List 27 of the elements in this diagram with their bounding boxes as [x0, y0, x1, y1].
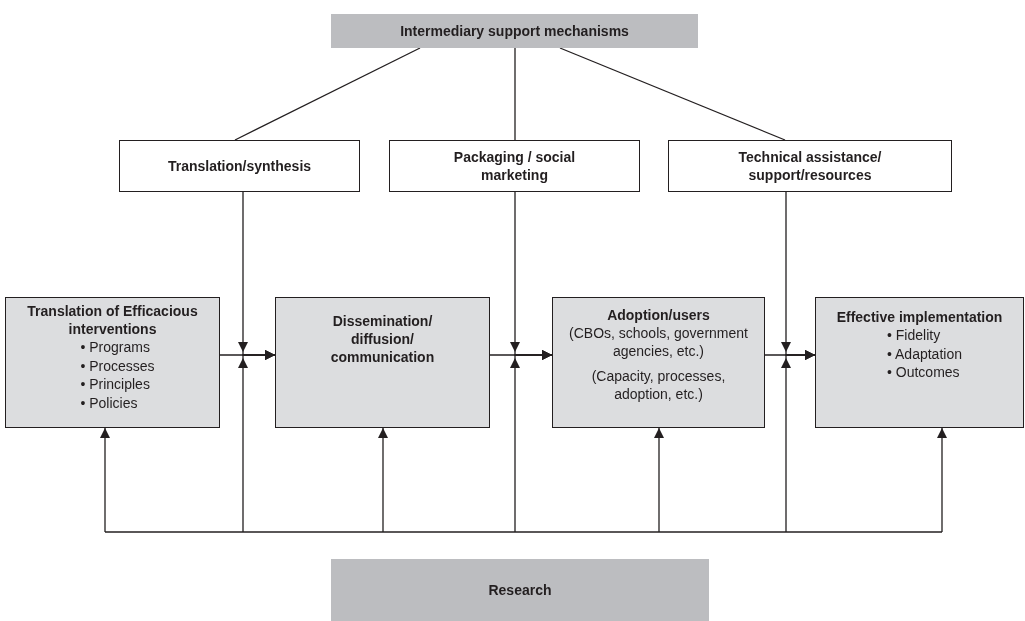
process-box [815, 297, 1024, 428]
process-box [275, 297, 490, 428]
box-heading: Translation of Efficacious interventions [26, 302, 199, 339]
header-bar [331, 14, 698, 48]
heading: Intermediary support mechanisms [400, 21, 629, 41]
list-item: • Principles [80, 375, 150, 394]
list-item: • Processes [80, 356, 155, 376]
list-item: • Programs [80, 338, 150, 357]
list-item: • Policies [80, 393, 138, 413]
footer-bar [331, 559, 709, 621]
box-text: (CBOs, schools, government agencies, etc.) [568, 324, 749, 361]
list-item: • Outcomes [887, 363, 960, 382]
box-heading: Adoption/users [607, 306, 710, 325]
box-heading: Dissemination/ diffusion/ communication [329, 312, 436, 367]
box-text: (Capacity, processes, adoption, etc.) [590, 366, 727, 403]
process-box [5, 297, 220, 428]
box-heading: Translation/synthesis [167, 156, 312, 176]
support-box [119, 140, 360, 192]
support-box [389, 140, 640, 192]
list-item: • Fidelity [887, 326, 941, 345]
process-box [552, 297, 765, 428]
box-heading: Technical assistance/ support/resources [737, 147, 883, 185]
box-heading: Effective implementation [836, 308, 1003, 327]
box-heading: Packaging / social marketing [452, 147, 577, 185]
heading: Research [488, 580, 552, 600]
support-box [668, 140, 952, 192]
list-item: • Adaptation [887, 344, 962, 364]
